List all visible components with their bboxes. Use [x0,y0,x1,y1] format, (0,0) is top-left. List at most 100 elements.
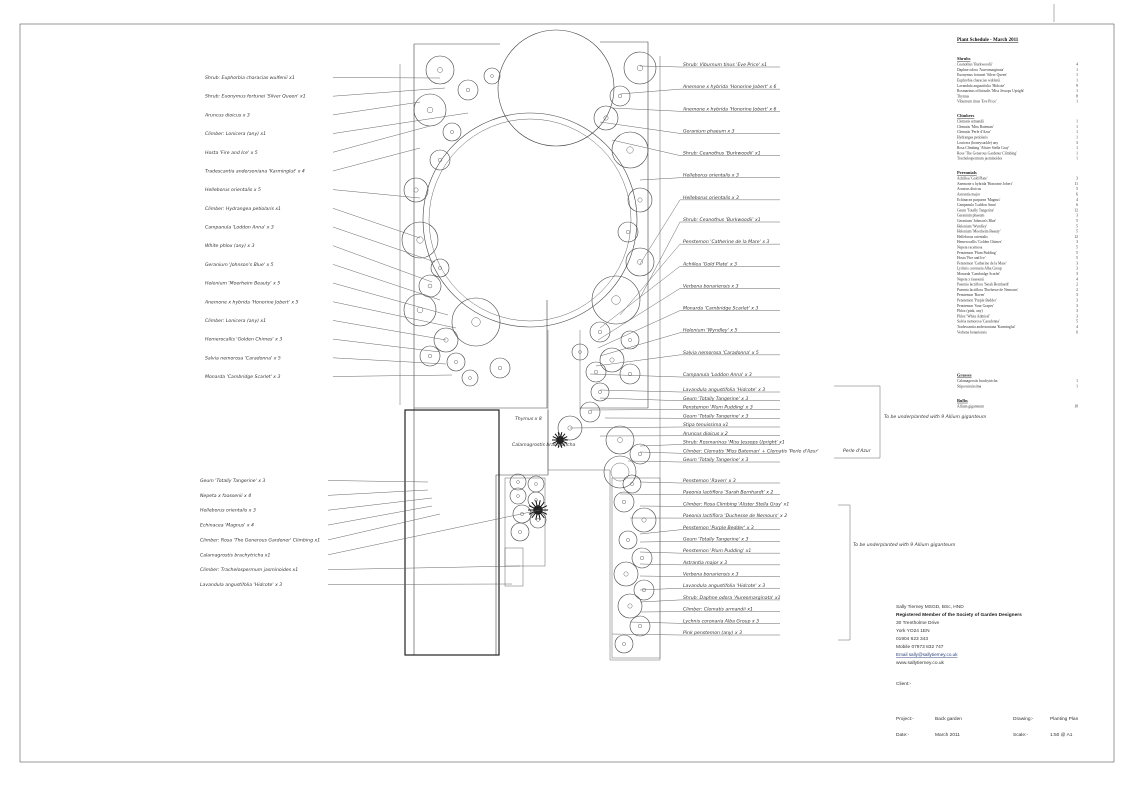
schedule-item-name: Lychnis coronaria Alba Group [957,267,1002,271]
grass-core [533,505,543,515]
schedule-item-name: Hydrangea petiolaris [957,136,988,140]
plant-symbol [625,247,655,277]
schedule-item-name: Phlox (pink, any) [957,309,983,314]
plant-symbol-centre [598,390,602,394]
plant-label: Climber: Lonicera (any) x1 [205,131,266,137]
schedule-item-name: Anemone x hybrida 'Honorine Jobert' [957,182,1013,186]
plant-symbol [605,425,635,455]
schedule-item-name: Thymus [957,94,970,98]
leader-line [639,221,780,299]
date-value: March 2011 [935,732,960,738]
plant-label: Climber: Lonicera (any) x1 [205,318,266,324]
schedule-item-qty: 1 [1076,68,1078,72]
leader-line [619,493,780,495]
plant-label: Geum 'Totally Tangerine' x 3 [683,396,748,402]
schedule-item-name: Stipa tenuissima [957,385,982,389]
plant-symbol [619,363,641,385]
plant-symbol-centre [516,494,520,498]
schedule-item-name: Clematis 'Perle d'Azur' [957,130,991,134]
sheet-border [19,23,1115,763]
schedule-item-qty: 4 [1076,325,1078,329]
designer-email[interactable]: Email sally@sallytierney.co.uk [896,652,958,657]
schedule-item-name: Geum 'Totally Tangerine' [957,208,995,212]
leader-line [327,480,429,483]
plant-label: Tradescantia andersoniana 'Karminglut' x… [205,168,305,174]
leader-line [332,282,449,316]
perle-note: Perle d'Azur [843,448,872,454]
plant-label: Helleborus orientalis x 3 [683,173,739,179]
plant-symbol-centre [637,197,643,203]
leader-line [569,426,780,429]
schedule-item-qty: 5 [1076,256,1078,260]
right-label-column-mid: Lavandula angustifolia 'Hidcote' x 3Geum… [682,387,819,463]
leader-line [639,541,780,543]
plant-label: Shrub: Ceanothus 'Burkwoodii' x1 [683,151,761,157]
plant-symbol-centre [450,130,454,134]
schedule-item-qty: 5 [1076,224,1078,228]
lower-bed-small [504,547,524,587]
garden-boundary-inner [399,56,661,420]
schedule-item-qty: 1 [1076,100,1078,104]
lower-bed-right [611,477,661,659]
plant-label: Lavandula angustifolia 'Hidcote' x 3 [683,583,765,589]
plant-symbol [403,293,437,327]
calamagrostis-label: Calamagrostis brachytricha [512,442,576,448]
leader-line [599,121,780,134]
plant-symbol [509,473,527,491]
plant-symbol-centre [454,360,458,364]
schedule-item-qty: 3 [1076,261,1078,265]
plant-label: Monarda 'Cambridge Scarlet' x 3 [205,374,280,380]
patio-circle [497,29,615,147]
schedule-item-qty: 1 [1076,385,1078,389]
schedule-group-heading: Climbers [957,113,975,118]
leader-line [327,489,429,496]
plant-symbol [629,615,651,637]
plant-symbol-centre [626,538,630,542]
schedule-item-name: Lonicera (honeysuckle) any [957,141,998,145]
plant-symbol-centre [622,642,626,646]
schedule-item-name: Euphorbia characias wulfenii [957,79,1000,83]
plant-label: Monarda 'Cambridge Scarlet' x 3 [683,306,758,312]
plant-label: Hosta 'Fire and Ice' x 5 [205,150,258,156]
plant-symbol [609,85,631,107]
schedule-item-qty: 9 [1076,84,1078,88]
plant-label: Climber: Trachelospermum jasminoides x1 [200,567,298,573]
leader-line [639,551,780,554]
plant-symbol [589,321,611,343]
plant-label: Anemone x hybrida 'Honorine Jobert' x 6 [682,84,777,90]
leader-line [332,101,421,116]
plant-symbol [425,55,455,85]
plant-label: Climber: Hydrangea petiolaris x1 [205,206,281,212]
schedule-item-qty: 18 [1074,404,1078,408]
schedule-item-qty: 5 [1076,251,1078,255]
shed-structure [404,409,500,656]
schedule-title: Plant Schedule - March 2011 [957,38,1019,43]
plant-label: Geum 'Totally Tangerine' x 3 [683,457,748,463]
garden-boundary [413,41,649,656]
schedule-group-heading: Bulbs [957,398,968,403]
schedule-item-qty: 2 [1076,283,1078,287]
leader-line [639,587,780,591]
plant-symbol [451,297,501,347]
schedule-item-name: Nepeta racemosa [957,246,983,250]
schedule-item-name: Penstemon 'Raven' [957,293,985,297]
designer-web[interactable]: www.sallytierney.co.uk [896,660,944,666]
schedule-item-name: Penstemon 'Catherine de la Mare' [957,261,1007,265]
plant-label: Campanula 'Loddon Anna' x 3 [683,372,752,378]
plant-symbol-centre [636,64,644,72]
plant-label: Climber: Clematis 'Miss Bateman' + Clema… [683,448,819,454]
plant-label: Helleborus orientalis x 3 [683,195,739,201]
leader-line [597,288,780,341]
plant-symbol [442,122,462,142]
schedule-item-name: Campanula 'Loddon Anna' [957,203,997,207]
feature-ring-inner [610,462,630,482]
grass-symbol [552,432,568,448]
date-label: Date:- [896,732,909,738]
project-value: Back garden [935,716,962,722]
plant-label: Climber: Rosa Climbing 'Alister Stella G… [683,501,789,507]
scale-value: 1:50 @ A1 [1050,732,1073,738]
plant-symbol [631,507,657,533]
leader-line [332,301,457,329]
leader-line [332,338,441,353]
plant-symbol [403,177,429,203]
